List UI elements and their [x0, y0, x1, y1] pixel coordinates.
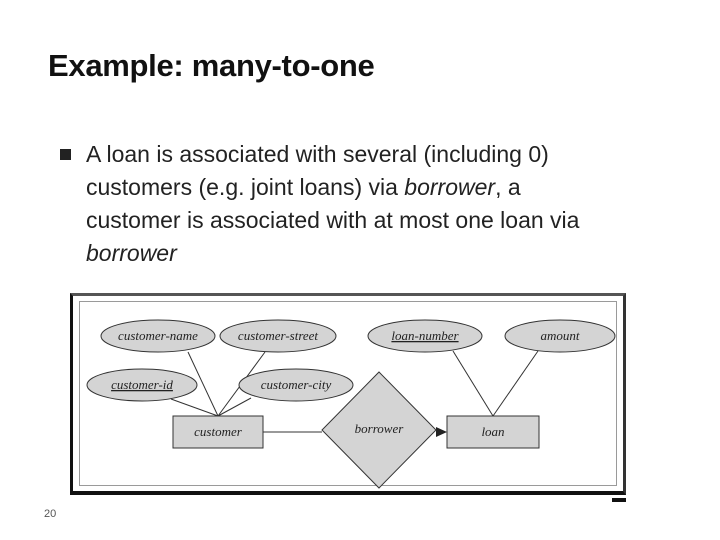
attribute-ellipse-customer-id [86, 368, 198, 402]
bullet-item: A loan is associated with several (inclu… [60, 138, 620, 270]
attribute-label-customer-city: customer-city [261, 377, 332, 392]
line-customer-city [217, 397, 252, 417]
attribute-ellipse-customer-street [219, 319, 337, 353]
slide-number: 20 [44, 508, 57, 520]
bullet-text-part-1: A loan is associated with several (inclu… [86, 141, 549, 200]
arrowhead-to-loan [436, 427, 447, 437]
line-amount [492, 350, 539, 417]
er-diagram-frame: customer-name customer-street customer-id c… [70, 293, 626, 495]
attribute-label-amount: amount [541, 328, 580, 343]
attribute-ellipse-amount [504, 319, 616, 353]
attribute-label-loan-number: loan-number [391, 328, 459, 343]
line-loan-number [452, 350, 494, 417]
line-customer-id [170, 398, 219, 417]
bullet-text: A loan is associated with several (inclu… [86, 138, 620, 270]
er-diagram-inner-border [79, 301, 617, 486]
bullet-marker [60, 149, 71, 160]
attribute-label-customer-name: customer-name [118, 328, 198, 343]
attribute-ellipse-customer-city [238, 368, 354, 402]
entity-label-customer: customer [194, 424, 243, 439]
attribute-ellipse-loan-number [367, 319, 483, 353]
entity-rect-loan [446, 415, 540, 449]
bullet-italic-borrower-1: borrower [404, 174, 496, 200]
bullet-italic-borrower-2: borrower [86, 240, 177, 266]
attribute-label-customer-id: customer-id [111, 377, 173, 392]
line-customer-name [187, 351, 219, 417]
attribute-label-customer-street: customer-street [238, 328, 319, 343]
corner-mark [612, 498, 626, 502]
er-diagram: customer-name customer-street customer-id c… [86, 319, 616, 489]
slide-title: Example: many-to-one [48, 48, 375, 83]
relationship-diamond-borrower [321, 371, 437, 489]
entity-rect-customer [172, 415, 264, 449]
entity-label-loan: loan [481, 424, 504, 439]
bullet-text-part-2: , a customer is associated with at most … [86, 174, 580, 233]
relationship-label-borrower: borrower [355, 421, 405, 436]
attribute-ellipse-customer-name [100, 319, 216, 353]
